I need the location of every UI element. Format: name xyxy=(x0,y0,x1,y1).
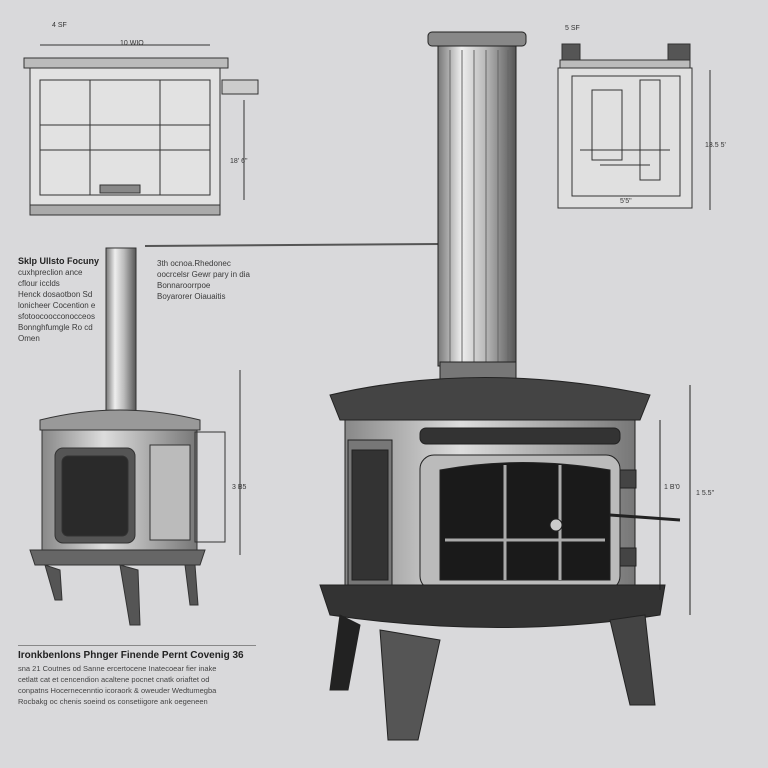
dim-label: 1 5.5" xyxy=(696,490,715,497)
left-notes: Sklp Ullsto Focuny cuxhpreclion ance cfl… xyxy=(18,256,108,344)
dim-label: 3 B5 xyxy=(232,484,247,491)
note-line: cuxhpreclion ance xyxy=(18,268,83,277)
right-notes: 3th ocnoa.Rhedonec oocrcelsr Gewr pary i… xyxy=(157,258,257,302)
note-line: 3th ocnoa.Rhedonec xyxy=(157,259,231,268)
top-right-section xyxy=(557,43,711,210)
dim-label: 5 SF xyxy=(565,25,580,32)
top-left-elevation xyxy=(23,44,259,216)
caption-line: Rocbakg oc chenis soeind os consetiigore… xyxy=(18,697,208,706)
caption: Ironkbenlons Phnger Finende Pernt Coveni… xyxy=(18,645,256,707)
note-line: Bonnghfumgle Ro cd xyxy=(18,323,93,332)
note-line: oocrcelsr Gewr pary in dia xyxy=(157,270,250,279)
dim-label: 13.5 5' xyxy=(705,142,726,149)
main-stove xyxy=(319,31,691,741)
note-line: sfotoocoocconocceos xyxy=(18,312,95,321)
dim-label: 5'5" xyxy=(620,198,632,205)
leader-line xyxy=(144,243,441,247)
dim-label: 10 WIO xyxy=(120,40,144,47)
left-notes-title: Sklp Ullsto Focuny xyxy=(18,256,100,266)
caption-title: Ironkbenlons Phnger Finende Pernt Coveni… xyxy=(18,650,244,661)
small-stove xyxy=(29,247,241,626)
note-line: Boyarorer Oiauaitis xyxy=(157,292,226,301)
note-line: lonicheer Cocention e xyxy=(18,301,96,310)
caption-line: conpatns Hocernecenntio icoraork & oweud… xyxy=(18,686,217,695)
note-line: Bonnaroorrpoe xyxy=(157,281,211,290)
note-line: Omen xyxy=(18,334,40,343)
caption-line: sna 21 Coutnes od Sanne ercertocene Inat… xyxy=(18,664,217,673)
dim-label: 4 SF xyxy=(52,22,67,29)
caption-line: cetlatt cat et cencendion acaltene pocne… xyxy=(18,675,210,684)
dim-label: 1 B'0 xyxy=(664,484,680,491)
note-line: cflour icclds xyxy=(18,279,60,288)
dim-label: 18' 6" xyxy=(230,158,248,165)
note-line: Henck dosaotbon Sd xyxy=(18,290,93,299)
